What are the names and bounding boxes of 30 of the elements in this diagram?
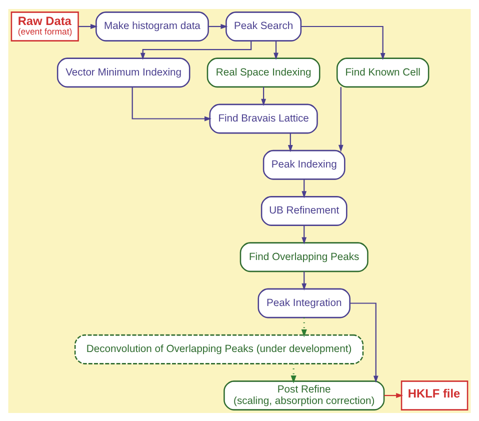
- arrow: [288, 132, 293, 152]
- arrow: [132, 86, 212, 121]
- arrow: [302, 178, 307, 198]
- node-box: HKLF file: [400, 380, 468, 410]
- arrow: [261, 86, 266, 106]
- node-box: Peak Indexing: [262, 149, 346, 180]
- arrow: [78, 24, 98, 28]
- arrow: [338, 86, 344, 152]
- node-box: Peak Search: [226, 11, 302, 41]
- node-box: Post Refine (scaling, absorption correction): [224, 380, 385, 410]
- arrow: [208, 24, 228, 28]
- arrow: [274, 40, 278, 60]
- arrow: [302, 224, 307, 244]
- arrow: [384, 392, 404, 398]
- node-box: Find Bravais Lattice: [209, 103, 318, 134]
- node-box: Find Overlapping Peaks: [240, 242, 368, 272]
- arrow: [290, 363, 296, 383]
- arrow: [140, 40, 252, 60]
- node-box: Vector Minimum Indexing: [56, 57, 190, 88]
- node-box: UB Refinement: [260, 196, 348, 226]
- node-box: Find Known Cell: [336, 57, 430, 88]
- arrow: [301, 317, 307, 337]
- node-box: Raw Data (event format): [10, 11, 79, 41]
- node-box: Real Space Indexing: [206, 57, 320, 88]
- arrow: [300, 25, 386, 60]
- node-box: Deconvolution of Overlapping Peaks (under development): [74, 334, 364, 364]
- node-box: Peak Integration: [258, 288, 350, 318]
- arrow: [302, 270, 307, 290]
- node-box: Make histogram data: [96, 11, 209, 41]
- arrow: [350, 302, 378, 382]
